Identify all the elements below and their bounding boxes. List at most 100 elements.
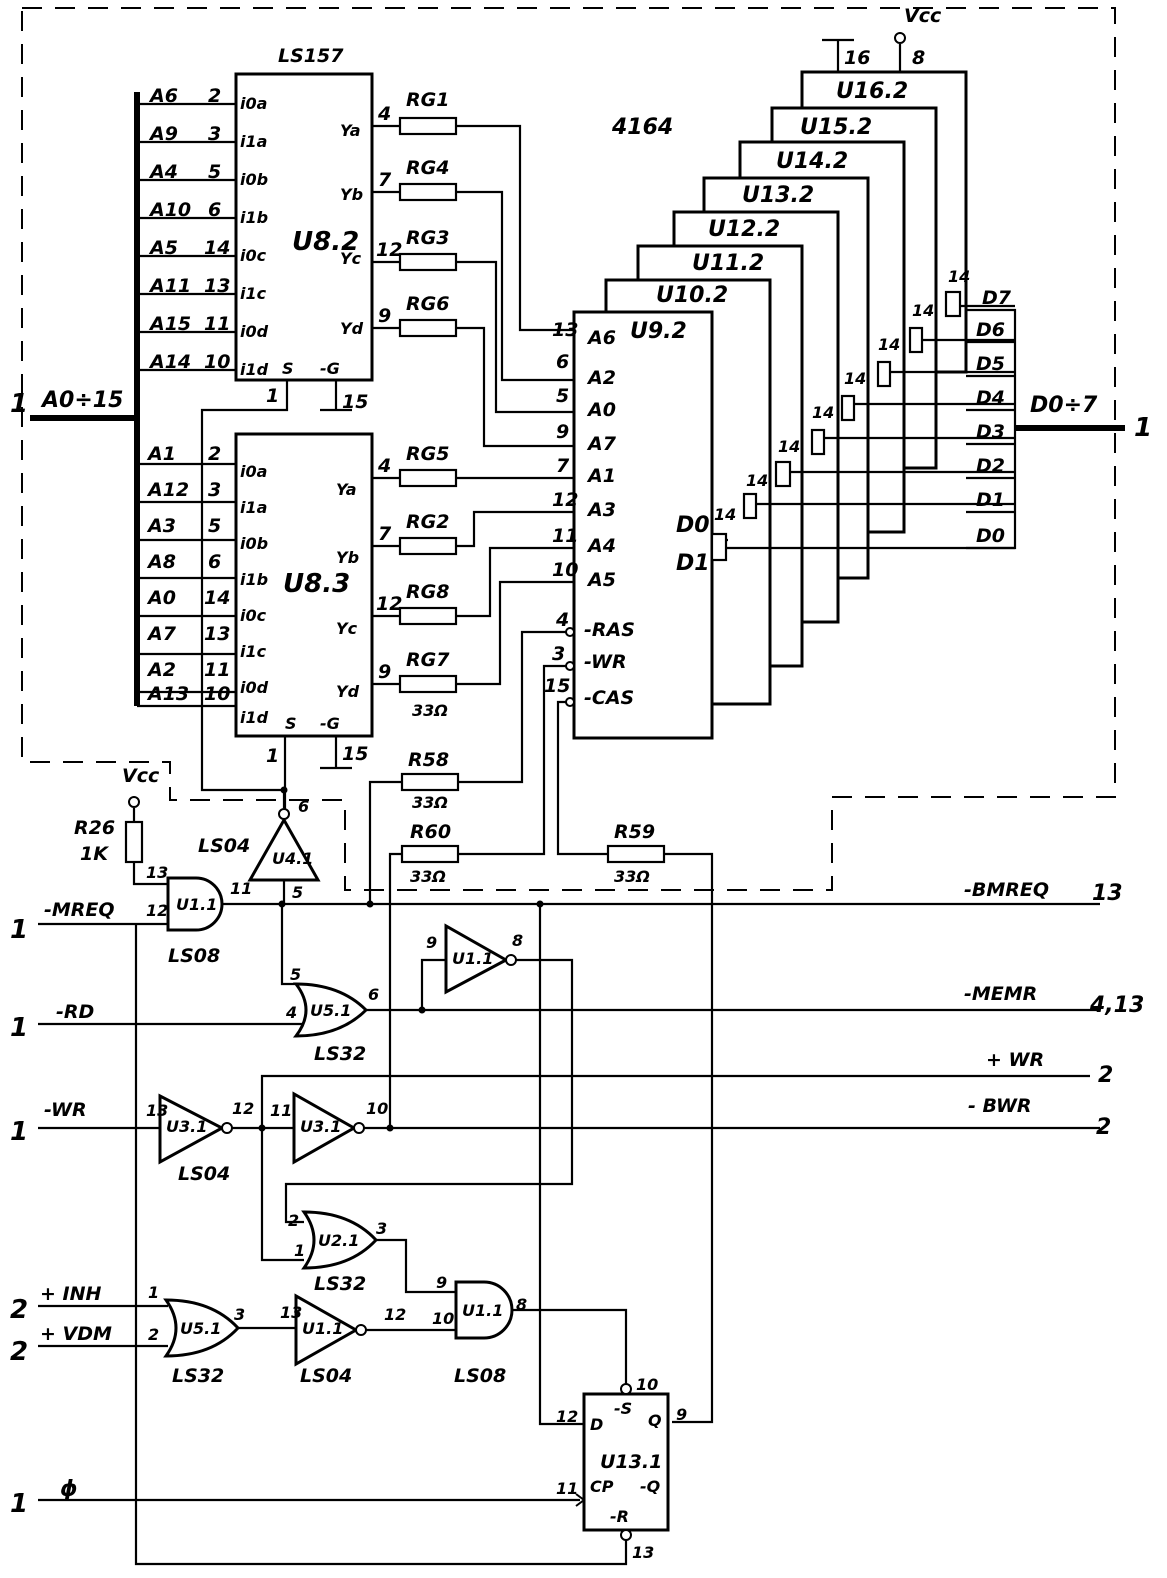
and-wr-out [512,1308,628,1384]
vcc-label: Vcc [122,765,160,787]
pin-label: S [285,714,297,733]
input-label: -WR [44,1099,87,1121]
pin-number: 10 [204,683,230,705]
u83-mux-chip: U8.3 i0a i1a i0b i1b i0c i1c i0d i1d Ya … [234,432,374,738]
pin-label: i1c [240,642,267,661]
sheet-ref: 1 [10,1489,28,1519]
pin-number: 9 [426,933,437,952]
vcc-terminal [894,32,906,44]
pin-label: i0a [240,462,267,481]
pin-number: 5 [208,161,221,183]
pin-label: i0a [240,94,267,113]
gate-id: U3.1 [300,1117,341,1136]
pin-number: 12 [384,1305,406,1324]
pin-label: i0d [240,678,269,697]
pin-number: 14 [714,505,736,524]
pin-label: A6 [586,327,616,349]
addr-bus-label: A0÷15 [40,388,123,413]
resistor-label: R26 [74,817,115,839]
resistor-label: RG2 [406,511,449,533]
addr-label: A13 [146,683,189,705]
pin-number: 16 [844,47,870,69]
pin-number: 10 [636,1375,658,1394]
output-label: -MEMR [964,983,1037,1005]
chip-id-label: U14.2 [776,149,848,174]
pin-label: i1a [240,132,267,151]
addr-label: A1 [146,443,176,465]
pin-number: 9 [676,1405,687,1424]
pin-number: 10 [366,1099,388,1118]
pin-label: i1d [240,360,269,379]
addr-label: A5 [148,237,178,259]
pin-number: 4 [377,455,391,477]
data-bus-label: D0÷7 [1030,393,1098,418]
pin-number: 6 [208,199,221,221]
inverter-memr [444,923,510,995]
pin-label: -S [614,1399,632,1418]
pin-number: 8 [512,931,523,950]
or-rd-in-a [280,904,300,986]
output-label: + WR [986,1049,1044,1071]
gate-type: LS32 [172,1365,224,1387]
pin-number: 13 [552,319,578,341]
pin-number: 6 [556,351,569,373]
pin-label: S [282,359,294,378]
gate-type: LS04 [198,835,250,857]
gate-id: U5.1 [310,1001,351,1020]
pin-label: Yc [336,619,358,638]
board-boundary [21,7,1116,891]
addr-label: A15 [148,313,191,335]
pin-number: 4 [377,103,391,125]
pin-number: 15 [342,391,368,413]
pin-label: D0 [676,513,710,538]
pin-number: 4 [555,609,569,631]
sheet-ref: 2 [10,1295,28,1325]
pin-number: 2 [208,85,221,107]
r26-wire [132,808,168,886]
gate-id: U1.1 [302,1319,343,1338]
resistor-label: R60 [410,821,451,843]
chip-id-label: U8.2 [292,227,359,257]
data-line-label: D0 [976,525,1005,547]
resistor-label: RG5 [406,443,449,465]
gate-id: U3.1 [166,1117,207,1136]
pin-number: 7 [378,523,392,545]
addr-label: A11 [148,275,191,297]
addr-label: A7 [146,623,177,645]
gate-type: LS04 [300,1365,352,1387]
ff-r-wire [134,924,628,1566]
pin-number: 13 [280,1303,302,1322]
sheet-ref: 2 [1096,1115,1111,1140]
pin-label: -CAS [584,687,634,709]
pin-number: 15 [544,675,570,697]
vcc-terminal [128,796,140,808]
chip-type-label: LS157 [278,45,344,67]
chip-id-label: U12.2 [708,217,780,242]
pin-label: i1b [240,208,268,227]
data-line-label: D4 [976,387,1005,409]
pin-number: 10 [552,559,578,581]
pin-number: 13 [632,1543,654,1562]
pin-number: 8 [516,1295,527,1314]
pin-number: 11 [556,1479,578,1498]
chip-id-label: U9.2 [630,319,687,344]
sheet-ref: 13 [1092,881,1123,906]
addr-label: A2 [146,659,176,681]
sheet-ref: 2 [1098,1063,1113,1088]
resistor-label: RG7 [406,649,450,671]
pin-number: 7 [556,455,570,477]
pin-number: 14 [844,369,866,388]
pin-number: 14 [948,267,970,286]
pin-number: 11 [204,313,230,335]
sheet-ref: 4,13 [1089,993,1144,1018]
data-line-label: D2 [976,455,1005,477]
pin-number: 11 [230,879,252,898]
pin-number: 14 [912,301,934,320]
addr-label: A6 [148,85,178,107]
pin-label: Yb [336,548,359,567]
address-bus-line [30,92,140,706]
u82-gnd-wire [320,380,352,412]
resistor-value: 33Ω [412,701,448,720]
pin-label: A7 [586,433,617,455]
pin-number: 14 [746,471,768,490]
